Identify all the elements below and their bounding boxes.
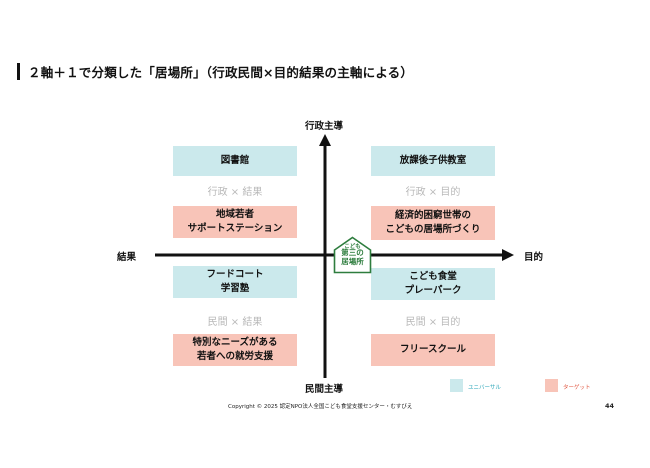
target-box-label: 特別なニーズがある 若者への就労支援 bbox=[192, 337, 278, 362]
vertical-axis-arrow bbox=[319, 134, 331, 146]
target-box-label: 経済的困窮世帯の こどもの居場所づくり bbox=[385, 210, 481, 235]
quadrant-label-bottom-right: 民間 × 目的 bbox=[405, 317, 461, 328]
universal-box-label: 放課後子供教室 bbox=[399, 155, 467, 167]
target-box-free-school: フリースクール bbox=[371, 334, 495, 366]
axis-label-top: 行政主導 bbox=[305, 121, 344, 132]
badge-main-text: 第三の 居場所 bbox=[341, 248, 364, 266]
universal-box-label: フードコート 学習塾 bbox=[206, 269, 264, 294]
quadrant-label-top-left: 行政 × 結果 bbox=[207, 187, 263, 198]
universal-box-after-school-class: 放課後子供教室 bbox=[371, 146, 495, 176]
third-place-badge: こども 第三の 居場所 bbox=[333, 236, 372, 274]
page-number: 44 bbox=[605, 402, 615, 410]
legend-universal-swatch bbox=[450, 379, 463, 392]
quadrant-label-top-right: 行政 × 目的 bbox=[405, 187, 461, 198]
universal-box-label: こども食堂 プレーパーク bbox=[404, 271, 462, 296]
universal-box-foodcourt-cramschool: フードコート 学習塾 bbox=[173, 266, 297, 298]
universal-box-library: 図書館 bbox=[173, 146, 297, 176]
target-box-poverty-children-place: 経済的困窮世帯の こどもの居場所づくり bbox=[371, 206, 495, 240]
axis-label-bottom: 民間主導 bbox=[305, 384, 344, 395]
legend-target-swatch bbox=[545, 379, 558, 392]
horizontal-axis-arrow bbox=[502, 249, 514, 261]
target-box-youth-employment-support: 特別なニーズがある 若者への就労支援 bbox=[173, 334, 297, 366]
target-box-label: 地域若者 サポートステーション bbox=[187, 209, 283, 234]
universal-box-label: 図書館 bbox=[220, 155, 250, 167]
target-box-youth-support-station: 地域若者 サポートステーション bbox=[173, 206, 297, 238]
title-accent-bar bbox=[17, 63, 20, 80]
universal-box-kodomo-shokudo-playpark: こども食堂 プレーパーク bbox=[371, 268, 495, 300]
house-icon bbox=[333, 236, 372, 274]
copyright-text: Copyright © 2025 認定NPO法人全国こども食堂支援センター・むす… bbox=[228, 404, 413, 410]
slide-title: ２軸＋１で分類した「居場所」（行政民間×目的結果の主軸による） bbox=[28, 65, 414, 80]
badge-small-text: こども bbox=[344, 244, 361, 250]
axis-label-right: 目的 bbox=[524, 252, 544, 263]
legend-universal-label: ユニバーサル bbox=[468, 385, 501, 391]
axis-label-left: 結果 bbox=[117, 252, 137, 263]
target-box-label: フリースクール bbox=[399, 344, 467, 356]
quadrant-label-bottom-left: 民間 × 結果 bbox=[207, 317, 263, 328]
legend-target-label: ターゲット bbox=[563, 385, 591, 391]
